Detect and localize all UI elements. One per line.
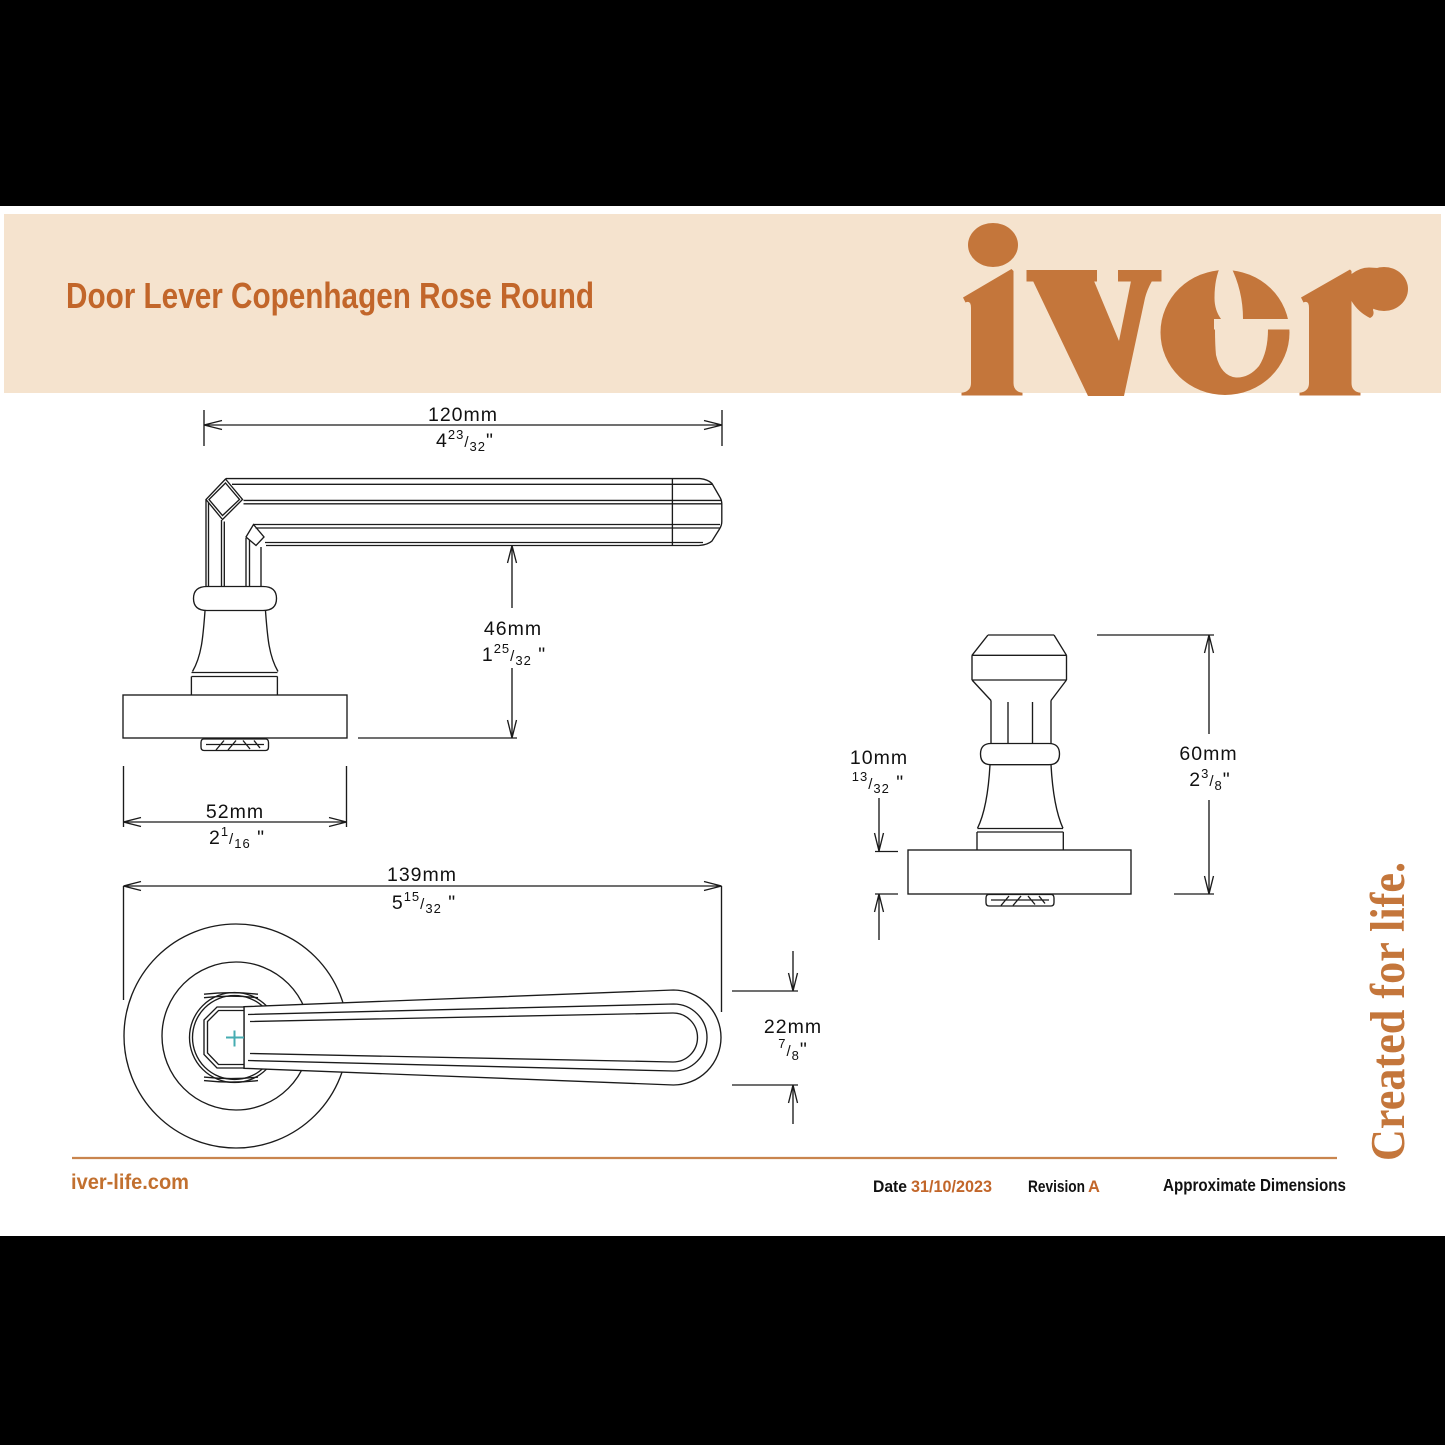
svg-text:52mm: 52mm [206,801,264,823]
svg-text:Date: Date [873,1178,907,1196]
svg-text:Created for life.: Created for life. [1360,862,1415,1161]
svg-text:7/8": 7/8" [778,1036,808,1063]
svg-text:46mm: 46mm [484,618,542,640]
svg-text:10mm: 10mm [850,747,908,769]
svg-text:iver-life.com: iver-life.com [71,1171,189,1194]
svg-text:22mm: 22mm [764,1016,822,1038]
svg-text:125/32 ": 125/32 " [482,641,546,668]
svg-text:120mm: 120mm [428,404,498,426]
svg-text:139mm: 139mm [387,864,457,886]
svg-text:Revision: Revision [1028,1178,1085,1196]
svg-text:31/10/2023: 31/10/2023 [911,1178,992,1196]
svg-text:A: A [1088,1178,1100,1196]
svg-text:Approximate Dimensions: Approximate Dimensions [1163,1175,1346,1195]
svg-text:60mm: 60mm [1179,743,1237,765]
svg-text:13/32 ": 13/32 " [852,769,904,796]
svg-text:Door Lever Copenhagen Rose Rou: Door Lever Copenhagen Rose Round [66,275,594,316]
svg-text:515/32 ": 515/32 " [392,889,456,916]
